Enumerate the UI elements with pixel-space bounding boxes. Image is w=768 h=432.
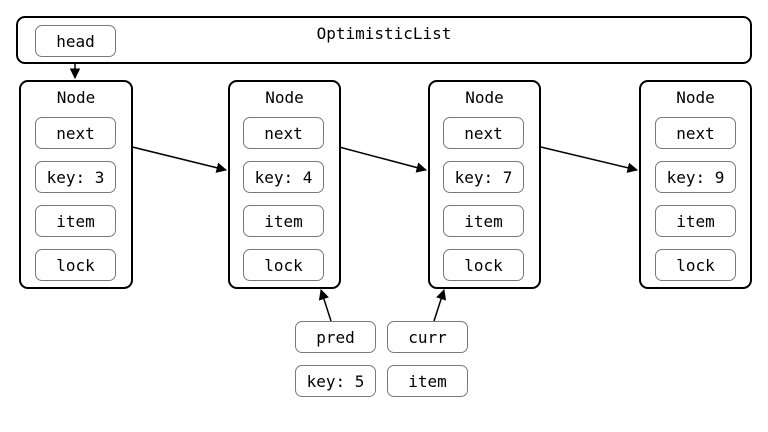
node-title: Node xyxy=(56,88,96,107)
local-item-field: item xyxy=(387,365,468,397)
node-item-field: item xyxy=(443,205,524,237)
node-next-field: next xyxy=(243,117,324,149)
node-item-field: item xyxy=(243,205,324,237)
node-lock-field: lock xyxy=(655,249,736,281)
node-key-field: key: 7 xyxy=(443,161,524,193)
node-key-field: key: 9 xyxy=(655,161,736,193)
node-lock-field: lock xyxy=(443,249,524,281)
node-key-field: key: 4 xyxy=(243,161,324,193)
node-lock-field: lock xyxy=(35,249,116,281)
node-title: Node xyxy=(676,88,715,107)
optimistic-list-box xyxy=(16,16,752,64)
node-item-field: item xyxy=(35,205,116,237)
node-next-field: next xyxy=(35,117,116,149)
head-field: head xyxy=(35,25,116,57)
arrow-pred-to-node-4 xyxy=(318,289,332,322)
arrow-curr-to-node-7 xyxy=(433,289,447,322)
node-lock-field: lock xyxy=(243,249,324,281)
node-next-field: next xyxy=(443,117,524,149)
optimistic-list-title: OptimisticList xyxy=(316,24,452,43)
local-key-field: key: 5 xyxy=(295,365,376,397)
node-next-field: next xyxy=(655,117,736,149)
node-title: Node xyxy=(465,88,504,107)
pred-field: pred xyxy=(295,321,376,353)
node-title: Node xyxy=(265,88,304,107)
node-item-field: item xyxy=(655,205,736,237)
curr-field: curr xyxy=(387,321,468,353)
node-key-field: key: 3 xyxy=(35,161,116,193)
